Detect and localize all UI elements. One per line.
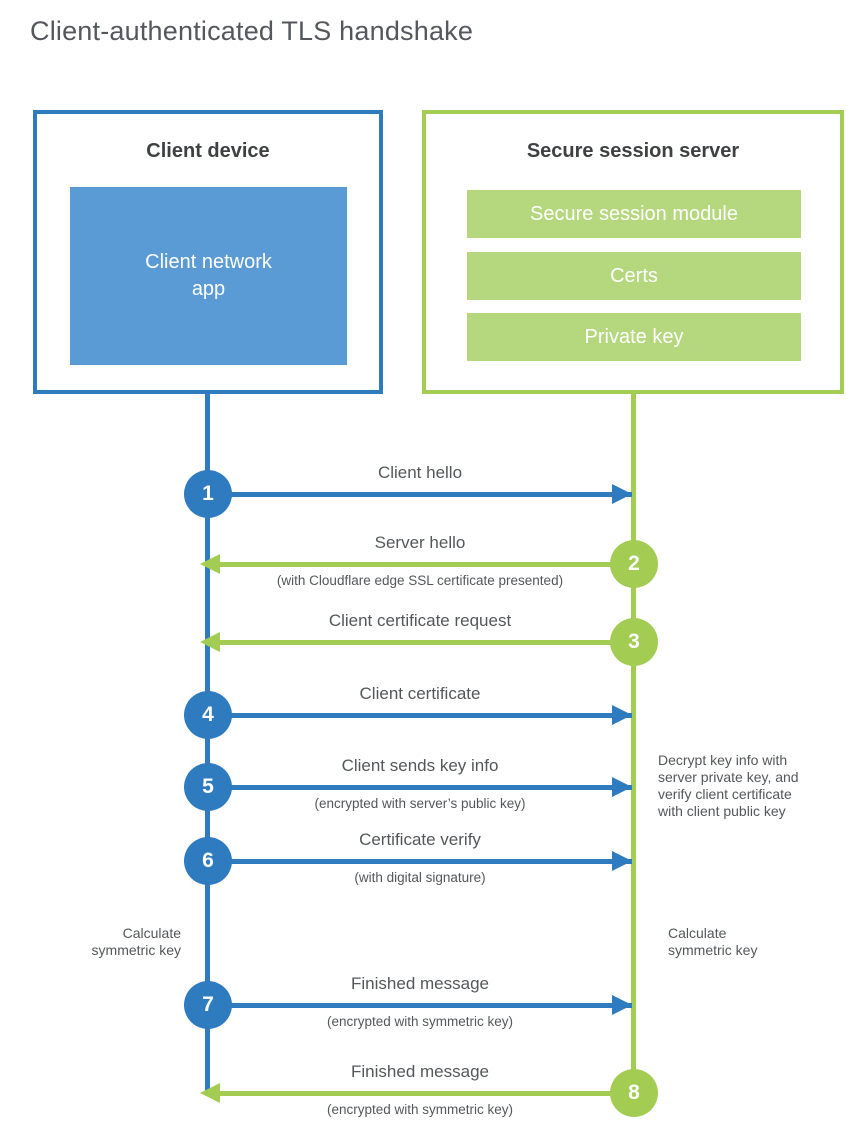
private-key-bar: Private key [467,313,801,361]
arrow-right-icon [612,777,632,797]
arrow-sublabel: (encrypted with server’s public key) [314,796,526,811]
arrow-line [208,859,632,864]
server-lifeline [631,392,636,1095]
arrow-sublabel: (with digital signature) [354,870,486,885]
arrow-label: Finished message [351,1062,489,1081]
arrow-right-icon [612,484,632,504]
arrow-left-icon [200,554,220,574]
step-number-badge: 2 [610,540,658,588]
page-title: Client-authenticated TLS handshake [30,16,474,46]
step-number-badge: 3 [610,618,658,666]
arrow-label: Client certificate request [328,611,512,630]
arrow-right-icon [612,705,632,725]
step-number-badge: 1 [184,470,232,518]
client-network-app-box: Client network app [70,187,347,365]
secure-session-server-title: Secure session server [526,140,740,162]
arrow-line [208,562,632,567]
secure-session-module-bar: Secure session module [467,190,801,238]
step-number-badge: 8 [610,1069,658,1117]
client-device-title: Client device [146,140,270,162]
arrow-label: Finished message [351,974,489,993]
arrow-left-icon [200,1083,220,1103]
calculate-symmetric-key-client-note: Calculate symmetric key [91,925,181,959]
arrow-sublabel: (encrypted with symmetric key) [326,1014,514,1029]
step-number-badge: 6 [184,837,232,885]
arrow-label: Server hello [374,533,466,552]
arrow-line [208,640,632,645]
arrow-line [208,492,632,497]
arrow-label: Certificate verify [359,830,481,849]
secure-session-server-box: Secure session server Secure session mod… [422,110,844,394]
arrow-right-icon [612,851,632,871]
client-device-box: Client device Client network app [33,110,383,394]
arrow-label: Client sends key info [341,756,499,775]
client-lifeline [205,392,210,1095]
arrow-line [208,713,632,718]
arrow-sublabel: (with Cloudflare edge SSL certificate pr… [276,573,564,588]
certs-bar: Certs [467,252,801,300]
arrow-label: Client hello [377,463,463,482]
arrow-line [208,785,632,790]
decrypt-key-info-note: Decrypt key info with server private key… [658,752,799,820]
calculate-symmetric-key-server-note: Calculate symmetric key [668,925,758,959]
step-number-badge: 7 [184,981,232,1029]
arrow-line [208,1003,632,1008]
arrow-right-icon [612,995,632,1015]
step-number-badge: 4 [184,691,232,739]
arrow-label: Client certificate [359,684,481,703]
step-number-badge: 5 [184,763,232,811]
arrow-left-icon [200,632,220,652]
arrow-line [208,1091,632,1096]
arrow-sublabel: (encrypted with symmetric key) [326,1102,514,1117]
